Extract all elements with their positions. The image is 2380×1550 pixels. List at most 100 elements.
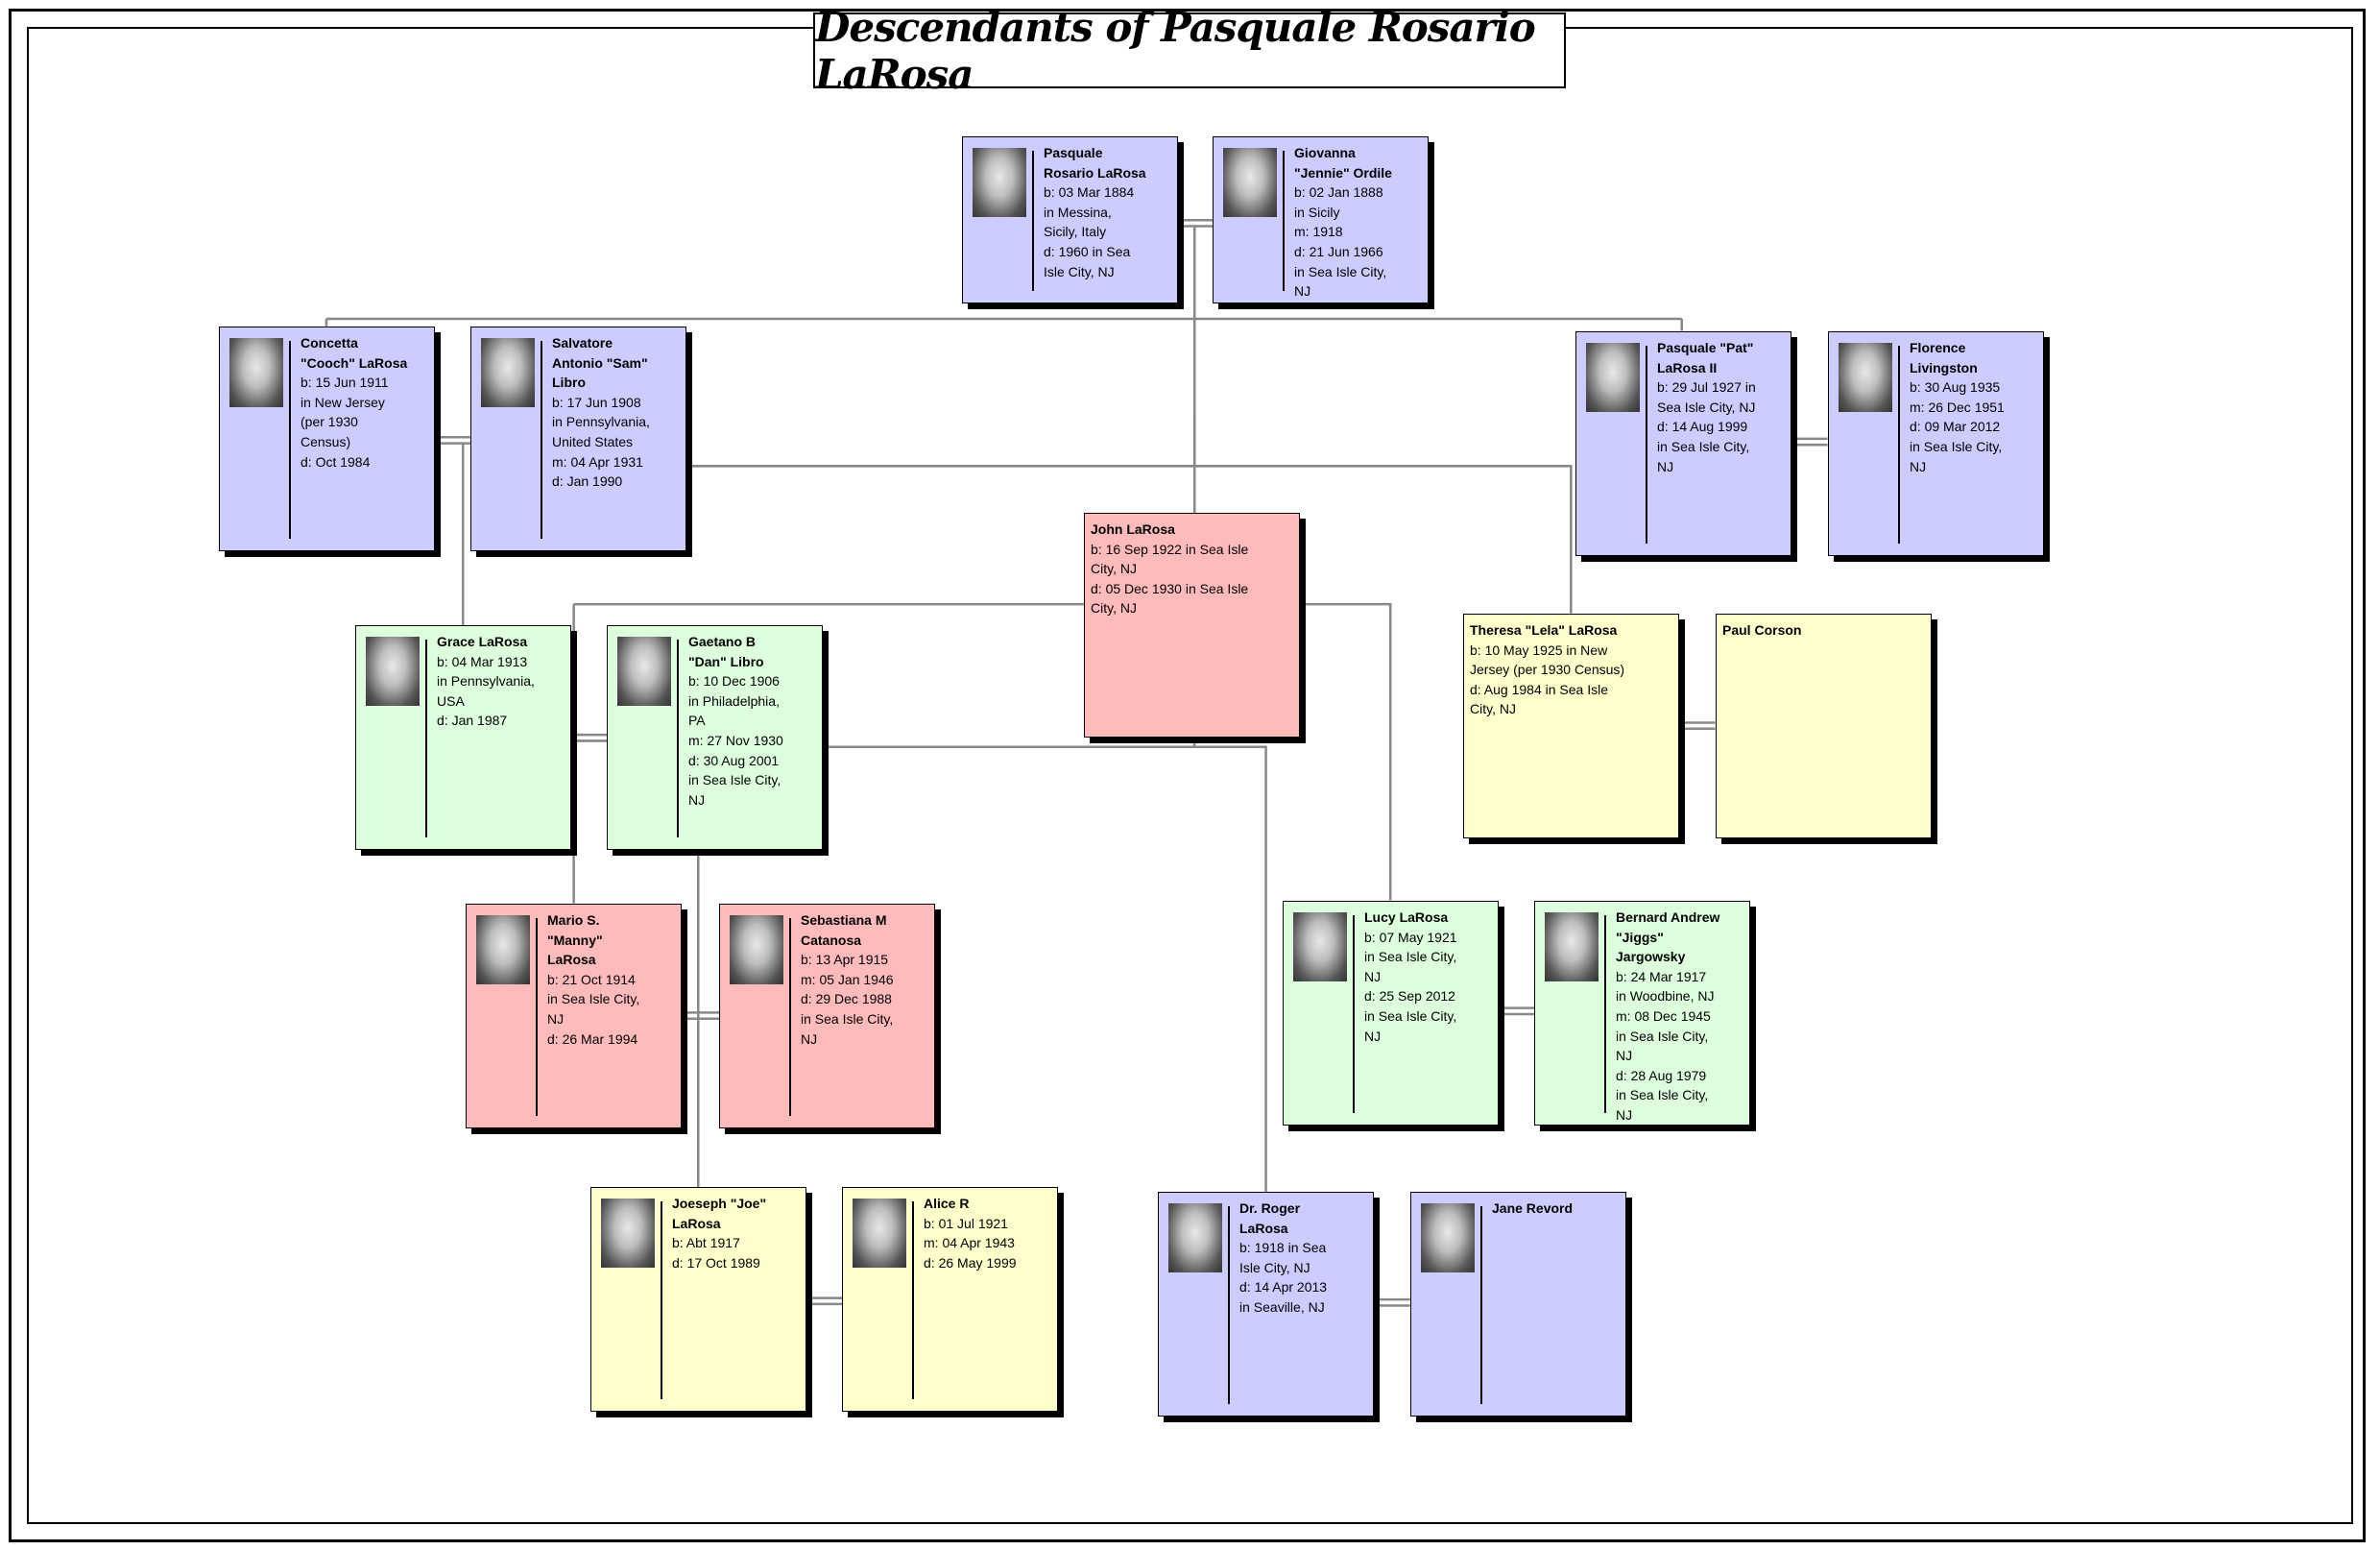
couple-line-roger-jane bbox=[1373, 1297, 1410, 1307]
person-fact: d: 14 Aug 1999 bbox=[1657, 419, 1748, 435]
person-name: Alice R bbox=[924, 1196, 970, 1211]
person-photo bbox=[366, 637, 420, 706]
person-box-jane[interactable]: Jane Revord bbox=[1410, 1192, 1626, 1417]
person-name: Concetta bbox=[301, 335, 358, 351]
chart-title: Descendants of Pasquale Rosario LaRosa bbox=[813, 4, 1566, 98]
person-fact: in Sea Isle City, bbox=[1616, 1028, 1709, 1044]
descent-line-mario bbox=[572, 602, 1084, 904]
person-fact: in Sea Isle City, bbox=[1294, 263, 1387, 279]
person-fact: b: 1918 in Sea bbox=[1239, 1240, 1327, 1256]
person-fact: d: 09 Mar 2012 bbox=[1910, 419, 2001, 435]
divider bbox=[425, 640, 427, 837]
person-fact: b: 02 Jan 1888 bbox=[1294, 184, 1383, 201]
person-fact: b: 03 Mar 1884 bbox=[1044, 184, 1135, 201]
person-fact: b: 15 Jun 1911 bbox=[301, 375, 389, 391]
person-fact: b: 10 Dec 1906 bbox=[688, 673, 780, 690]
person-fact: City, NJ bbox=[1091, 600, 1137, 617]
person-fact: Isle City, NJ bbox=[1239, 1259, 1310, 1275]
person-name: Giovanna bbox=[1294, 145, 1356, 160]
person-name: "Dan" Libro bbox=[688, 653, 764, 669]
divider bbox=[1646, 346, 1647, 544]
person-fact: d: 28 Aug 1979 bbox=[1616, 1067, 1707, 1083]
outer-frame bbox=[9, 9, 2366, 1542]
person-fact: b: 29 Jul 1927 in bbox=[1657, 379, 1756, 396]
couple-line-concetta-salvatore bbox=[434, 436, 471, 445]
person-photo bbox=[1223, 148, 1277, 217]
divider bbox=[541, 341, 542, 539]
person-fact: NJ bbox=[1616, 1106, 1633, 1123]
divider bbox=[1283, 151, 1285, 291]
person-fact: d: 26 Mar 1994 bbox=[547, 1030, 638, 1047]
person-photo bbox=[1168, 1203, 1222, 1272]
person-photo bbox=[617, 637, 671, 706]
person-photo bbox=[481, 338, 535, 407]
person-fact: in Philadelphia, bbox=[688, 692, 780, 709]
person-name: Salvatore bbox=[552, 335, 613, 351]
couple-line-mario-sebastiana bbox=[681, 1011, 720, 1020]
person-fact: d: 26 May 1999 bbox=[924, 1254, 1017, 1271]
person-name: Bernard Andrew bbox=[1616, 909, 1720, 925]
person-fact: d: Aug 1984 in Sea Isle bbox=[1470, 681, 1608, 697]
person-box-paul[interactable]: Paul Corson bbox=[1716, 614, 1932, 838]
person-name: Grace LaRosa bbox=[437, 634, 528, 649]
descent-line-main bbox=[325, 226, 1684, 514]
person-fact: in Sea Isle City, bbox=[1657, 438, 1750, 454]
person-fact: d: 29 Dec 1988 bbox=[801, 991, 892, 1007]
person-fact: Isle City, NJ bbox=[1044, 263, 1115, 279]
person-fact: City, NJ bbox=[1470, 701, 1516, 717]
descent-line-theresa bbox=[685, 409, 1573, 614]
person-fact: in Pennsylvania, bbox=[437, 673, 535, 690]
person-photo bbox=[1545, 912, 1599, 981]
person-fact: in New Jersey bbox=[301, 394, 385, 410]
person-fact: in Sea Isle City, bbox=[801, 1010, 894, 1027]
person-photo bbox=[730, 915, 783, 984]
person-name: "Manny" bbox=[547, 932, 603, 948]
person-fact: in Sea Isle City, bbox=[1364, 949, 1457, 965]
person-photo bbox=[1421, 1203, 1475, 1272]
couple-line-grace-gaetano bbox=[570, 733, 608, 742]
person-fact: United States bbox=[552, 433, 634, 449]
descent-line-roger bbox=[822, 738, 1267, 1192]
person-fact: in Sea Isle City, bbox=[1616, 1087, 1709, 1103]
divider bbox=[661, 1201, 662, 1399]
person-fact: (per 1930 bbox=[301, 414, 358, 430]
person-fact: d: Oct 1984 bbox=[301, 453, 371, 470]
person-fact: City, NJ bbox=[1091, 561, 1137, 577]
person-name: LaRosa II bbox=[1657, 359, 1718, 375]
person-name: LaRosa bbox=[672, 1215, 721, 1231]
person-name: Joeseph "Joe" bbox=[672, 1196, 767, 1211]
person-fact: NJ bbox=[1364, 1028, 1382, 1044]
person-name: Pasquale bbox=[1044, 145, 1103, 160]
couple-line-lucy-bernard bbox=[1498, 1006, 1535, 1016]
person-fact: d: 25 Sep 2012 bbox=[1364, 988, 1455, 1005]
person-fact: NJ bbox=[547, 1010, 565, 1027]
person-name: Jargowsky bbox=[1616, 949, 1686, 965]
person-fact: in Messina, bbox=[1044, 204, 1112, 220]
person-fact: in Woodbine, NJ bbox=[1616, 988, 1715, 1005]
person-fact: Jersey (per 1930 Census) bbox=[1470, 662, 1625, 678]
